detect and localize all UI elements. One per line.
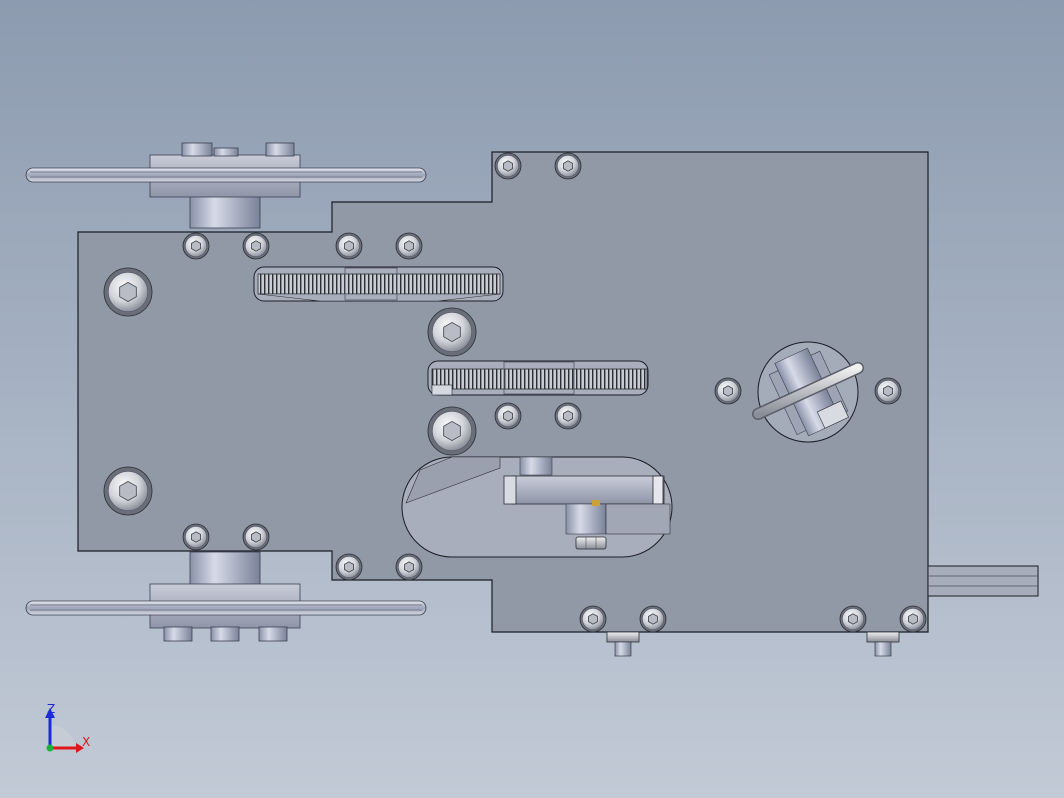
x-axis-arrow	[76, 743, 84, 753]
axis-triad[interactable]: Z X	[45, 702, 90, 753]
hex-socket-cap-screw-icon	[335, 232, 363, 260]
gear-rack-icon	[427, 360, 649, 396]
hex-socket-cap-screw-icon	[714, 377, 742, 405]
z-axis-arrow	[45, 708, 55, 718]
hex-socket-cap-screw-icon	[494, 402, 522, 430]
hex-socket-cap-screw-icon	[182, 232, 210, 260]
bolt-group	[103, 152, 927, 633]
hex-socket-cap-screw-icon	[427, 406, 477, 456]
hex-nut-icon	[575, 536, 607, 550]
hex-socket-cap-screw-icon	[899, 605, 927, 633]
hex-socket-cap-screw-icon	[874, 377, 902, 405]
hex-socket-cap-screw-icon	[242, 523, 270, 551]
origin-dot	[46, 744, 54, 752]
hex-socket-cap-screw-icon	[554, 402, 582, 430]
hex-socket-cap-screw-icon	[494, 152, 522, 180]
hex-socket-cap-screw-icon	[103, 466, 153, 516]
hex-nut-icon	[606, 631, 640, 657]
hex-socket-cap-screw-icon	[554, 152, 582, 180]
pulley-wheel-icon	[25, 142, 427, 229]
output-shaft	[927, 565, 1039, 597]
hex-socket-cap-screw-icon	[103, 267, 153, 317]
x-axis-label: X	[82, 735, 90, 749]
hex-socket-cap-screw-icon	[242, 232, 270, 260]
hex-socket-cap-screw-icon	[335, 553, 363, 581]
gear-rack-icon	[253, 266, 504, 302]
hex-socket-cap-screw-icon	[182, 523, 210, 551]
hex-socket-cap-screw-icon	[579, 605, 607, 633]
rotary-handle-icon[interactable]	[752, 341, 864, 443]
z-axis-label: Z	[47, 702, 55, 716]
hex-socket-cap-screw-icon	[395, 553, 423, 581]
hex-socket-cap-screw-icon	[427, 307, 477, 357]
hex-nut-icon	[866, 631, 900, 657]
cam-slot-window	[401, 456, 673, 558]
hex-socket-cap-screw-icon	[839, 605, 867, 633]
hex-socket-cap-screw-icon	[395, 232, 423, 260]
pulley-wheel-icon	[25, 551, 427, 642]
hex-socket-cap-screw-icon	[639, 605, 667, 633]
